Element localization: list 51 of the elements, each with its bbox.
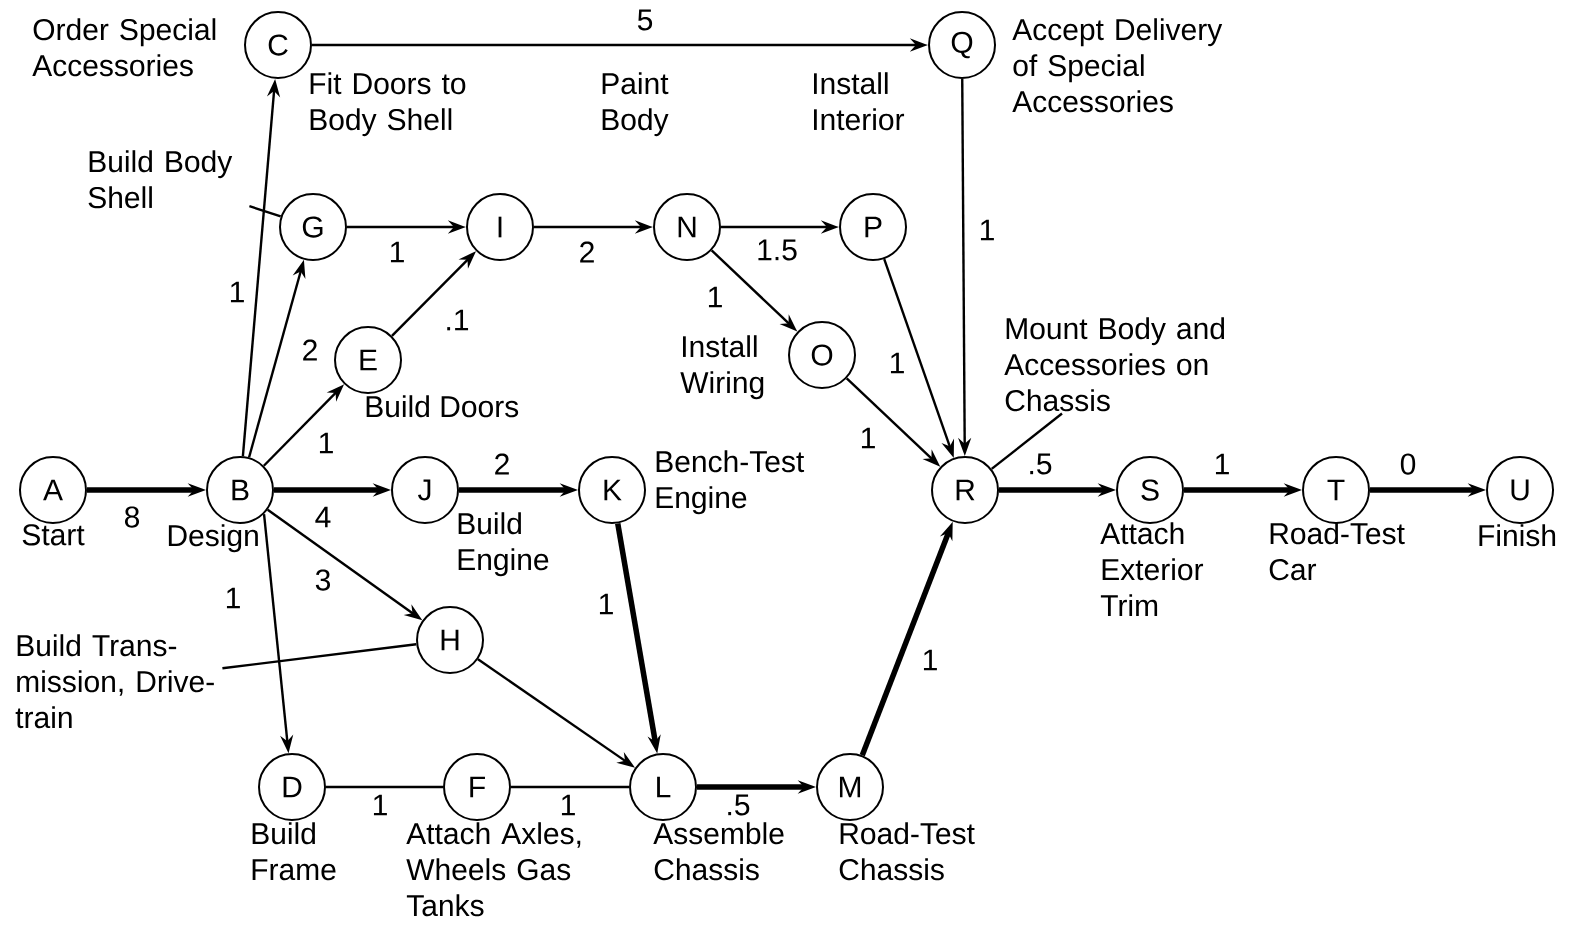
edge-label: .1: [443, 308, 471, 332]
edge-label: 1: [223, 586, 243, 610]
activity-label: Assemble Chassis: [653, 822, 784, 881]
activity-label: Build Trans- mission, Drive- train: [15, 634, 214, 729]
activity-label: Build Doors: [366, 395, 519, 418]
edge-label: 2: [300, 338, 320, 362]
edge-label: 1: [887, 351, 907, 375]
activity-label: Attach Exterior Trim: [1100, 522, 1204, 616]
edge-label: .5: [724, 793, 752, 817]
edge-label: 1: [705, 285, 725, 309]
edge-label: 2: [577, 240, 597, 264]
edge-label: 1: [1212, 452, 1232, 476]
activity-label: Build Frame: [252, 822, 336, 881]
edge-label: 3: [313, 568, 333, 592]
edge-label: 4: [313, 505, 333, 529]
edge-label: 1: [920, 648, 940, 672]
leader-line: [249, 205, 282, 218]
activity-label: Build Engine: [458, 512, 549, 577]
activity-label: Fit Doors to Body Shell: [310, 72, 466, 137]
edge-label: 1: [977, 218, 997, 242]
edge-label: 1.5: [755, 238, 799, 262]
leader-line: [222, 643, 417, 670]
activity-label: Build Body Shell: [88, 150, 233, 209]
activity-label: Road-Test Chassis: [839, 822, 975, 881]
activity-label: Bench-Test Engine: [656, 450, 805, 515]
activity-label: Mount Body and Accessories on Chassis: [1004, 317, 1225, 412]
edge-label: 8: [122, 505, 142, 529]
edge-label: 1: [387, 240, 407, 264]
edge-label: 1: [558, 793, 578, 817]
activity-label: Attach Axles, Wheels Gas Tanks: [406, 822, 581, 917]
connector-line: [511, 785, 629, 789]
edge-label: 1: [316, 431, 336, 455]
edge-label: 1: [227, 280, 247, 304]
activity-label: Install Interior: [814, 72, 905, 131]
edge-label: .5: [1026, 452, 1054, 476]
edge-label: 1: [370, 793, 390, 817]
activity-label: Order Special Accessories: [32, 18, 216, 77]
edge-label: 0: [1398, 452, 1418, 476]
edge-label: 5: [635, 8, 655, 32]
activity-label: Install Wiring: [680, 335, 764, 400]
activity-label: Design: [168, 524, 258, 553]
activity-label: Paint Body: [602, 72, 669, 137]
edge-label: 1: [596, 592, 616, 616]
activity-label: Start: [22, 524, 85, 546]
activity-label: Finish: [1479, 524, 1556, 547]
connector-line: [326, 785, 443, 789]
edge-label: 1: [858, 426, 878, 450]
leader-line: [990, 412, 1063, 470]
activity-label: Accept Delivery of Special Accessories: [1012, 18, 1223, 113]
activity-label: Road-Test Car: [1269, 522, 1405, 581]
edge-label: 2: [492, 452, 512, 476]
